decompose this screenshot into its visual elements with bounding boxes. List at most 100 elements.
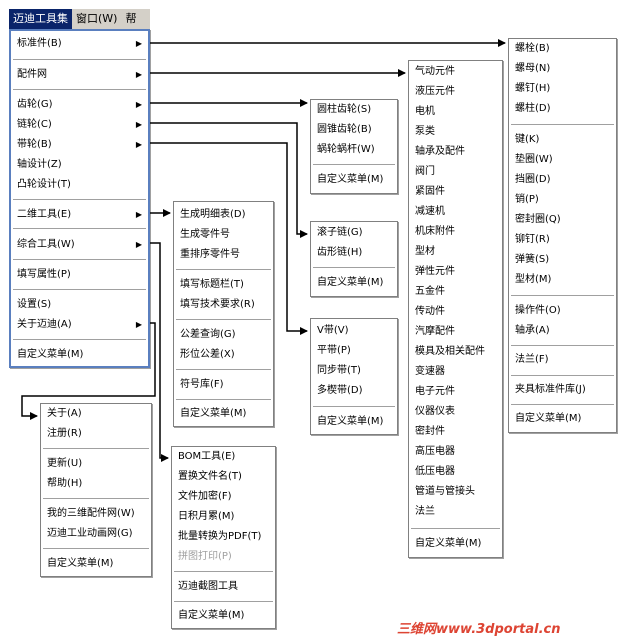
menu-item-cam[interactable]: 凸轮设计(T) (11, 176, 148, 194)
arrow-belt (150, 142, 308, 335)
parts-item[interactable]: 弹性元件 (409, 263, 502, 281)
menu-item-encrypt[interactable]: 文件加密(F) (172, 488, 275, 506)
menu-item-custom[interactable]: 自定义菜单(M) (311, 413, 397, 431)
parts-item[interactable]: 仪器仪表 (409, 403, 502, 421)
menu-item-custom[interactable]: 自定义菜单(M) (409, 535, 502, 553)
menu-item-bevel-gear[interactable]: 圆锥齿轮(B) (311, 121, 397, 139)
std-item[interactable]: 铆钉(R) (509, 231, 616, 249)
menu-item-custom[interactable]: 自定义菜单(M) (41, 555, 151, 573)
std-item[interactable]: 螺栓(B) (509, 40, 616, 58)
menu-item-parts-net[interactable]: 配件网▶ (11, 66, 148, 84)
menu-tool[interactable]: 迈迪工具集 (9, 9, 72, 29)
menu-item-batch-pdf[interactable]: 批量转换为PDF(T) (172, 528, 275, 546)
menu-item-chain[interactable]: 链轮(C)▶ (11, 116, 148, 134)
menu-item-anim-site[interactable]: 迈迪工业动画网(G) (41, 525, 151, 543)
menu-item-title-bar[interactable]: 填写标题栏(T) (174, 276, 273, 294)
std-item[interactable]: 挡圈(D) (509, 171, 616, 189)
parts-item[interactable]: 五金件 (409, 283, 502, 301)
menu-item-custom[interactable]: 自定义菜单(M) (172, 607, 275, 625)
menu-item-2d-tools[interactable]: 二维工具(E)▶ (11, 206, 148, 224)
parts-item[interactable]: 低压电器 (409, 463, 502, 481)
menu-item-tech-req[interactable]: 填写技术要求(R) (174, 296, 273, 314)
menu-item-worm-gear[interactable]: 蜗轮蜗杆(W) (311, 141, 397, 159)
menu-item-my-3d-parts[interactable]: 我的三维配件网(W) (41, 505, 151, 523)
parts-item[interactable]: 汽摩配件 (409, 323, 502, 341)
menu-item-label: 重排序零件号 (180, 249, 240, 260)
watermark: 三维网www.3dportal.cn (397, 622, 561, 637)
menu-item-custom[interactable]: 自定义菜单(M) (509, 410, 616, 428)
menu-item-roller-chain[interactable]: 滚子链(G) (311, 224, 397, 242)
menu-item-belt[interactable]: 带轮(B)▶ (11, 136, 148, 154)
parts-item[interactable]: 电机 (409, 103, 502, 121)
std-item[interactable]: 键(K) (509, 131, 616, 149)
parts-item[interactable]: 阀门 (409, 163, 502, 181)
menu-window[interactable]: 窗口(W) (76, 12, 118, 25)
menu-item-form-tol[interactable]: 形位公差(X) (174, 346, 273, 364)
menu-item-v-belt[interactable]: V带(V) (311, 322, 397, 340)
menu-item-tol-query[interactable]: 公差查询(G) (174, 326, 273, 344)
menu-item-symbol-lib[interactable]: 符号库(F) (174, 376, 273, 394)
parts-item[interactable]: 法兰 (409, 503, 502, 521)
std-item[interactable]: 弹簧(S) (509, 251, 616, 269)
menu-item-flat-belt[interactable]: 平带(P) (311, 342, 397, 360)
menu-item-settings[interactable]: 设置(S) (11, 296, 148, 314)
menu-item-custom[interactable]: 自定义菜单(M) (311, 274, 397, 292)
menu-item-label: 型材 (415, 246, 435, 257)
menu-item-combo-tools[interactable]: 综合工具(W)▶ (11, 236, 148, 254)
menu-item-shaft[interactable]: 轴设计(Z) (11, 156, 148, 174)
divider (13, 89, 146, 91)
std-item[interactable]: 轴承(A) (509, 322, 616, 340)
parts-item[interactable]: 密封件 (409, 423, 502, 441)
menu-item-fill-props[interactable]: 填写属性(P) (11, 266, 148, 284)
std-item[interactable]: 密封圈(Q) (509, 211, 616, 229)
std-item[interactable]: 螺柱(D) (509, 100, 616, 118)
menu-item-about[interactable]: 关于迈迪(A)▶ (11, 316, 148, 334)
menu-item-about-info[interactable]: 关于(A) (41, 405, 151, 423)
std-item[interactable]: 型材(M) (509, 271, 616, 289)
menu-item-label: 减速机 (415, 206, 445, 217)
parts-item[interactable]: 紧固件 (409, 183, 502, 201)
menu-item-bom-tool[interactable]: BOM工具(E) (172, 448, 275, 466)
std-item[interactable]: 销(P) (509, 191, 616, 209)
menu-item-standard[interactable]: 标准件(B)▶ (11, 35, 148, 53)
menu-item-multi-v-belt[interactable]: 多楔带(D) (311, 382, 397, 400)
parts-item[interactable]: 传动件 (409, 303, 502, 321)
menu-help[interactable]: 帮 (125, 12, 137, 25)
menu-item-register[interactable]: 注册(R) (41, 425, 151, 443)
menu-item-screenshot-tool[interactable]: 迈迪截图工具 (172, 578, 275, 596)
parts-item[interactable]: 泵类 (409, 123, 502, 141)
parts-item[interactable]: 电子元件 (409, 383, 502, 401)
menu-item-gen-part-no[interactable]: 生成零件号 (174, 226, 273, 244)
menu-item-custom[interactable]: 自定义菜单(M) (311, 171, 397, 189)
std-item[interactable]: 夹具标准件库(J) (509, 381, 616, 399)
menu-item-resort-part-no[interactable]: 重排序零件号 (174, 246, 273, 264)
parts-item[interactable]: 减速机 (409, 203, 502, 221)
menu-item-label: 关于迈迪(A) (17, 319, 72, 330)
std-item[interactable]: 法兰(F) (509, 351, 616, 369)
parts-item[interactable]: 模具及相关配件 (409, 343, 502, 361)
std-item[interactable]: 垫圈(W) (509, 151, 616, 169)
std-item[interactable]: 操作件(O) (509, 302, 616, 320)
menu-item-replace-filename[interactable]: 置换文件名(T) (172, 468, 275, 486)
menu-item-cylindrical-gear[interactable]: 圆柱齿轮(S) (311, 101, 397, 119)
parts-item[interactable]: 液压元件 (409, 83, 502, 101)
parts-item[interactable]: 气动元件 (409, 63, 502, 81)
parts-item[interactable]: 轴承及配件 (409, 143, 502, 161)
parts-item[interactable]: 变速器 (409, 363, 502, 381)
menu-item-label: 轴设计(Z) (17, 159, 62, 170)
std-item[interactable]: 螺钉(H) (509, 80, 616, 98)
menu-item-help[interactable]: 帮助(H) (41, 475, 151, 493)
menu-item-update[interactable]: 更新(U) (41, 455, 151, 473)
parts-item[interactable]: 机床附件 (409, 223, 502, 241)
menu-item-sync-belt[interactable]: 同步带(T) (311, 362, 397, 380)
menu-item-accumulate[interactable]: 日积月累(M) (172, 508, 275, 526)
parts-item[interactable]: 管道与管接头 (409, 483, 502, 501)
parts-item[interactable]: 型材 (409, 243, 502, 261)
menu-item-custom[interactable]: 自定义菜单(M) (11, 346, 148, 364)
menu-item-tooth-chain[interactable]: 齿形链(H) (311, 244, 397, 262)
menu-item-custom[interactable]: 自定义菜单(M) (174, 405, 273, 423)
std-item[interactable]: 螺母(N) (509, 60, 616, 78)
menu-item-gear[interactable]: 齿轮(G)▶ (11, 96, 148, 114)
parts-item[interactable]: 高压电器 (409, 443, 502, 461)
menu-item-bom-table[interactable]: 生成明细表(D) (174, 206, 273, 224)
